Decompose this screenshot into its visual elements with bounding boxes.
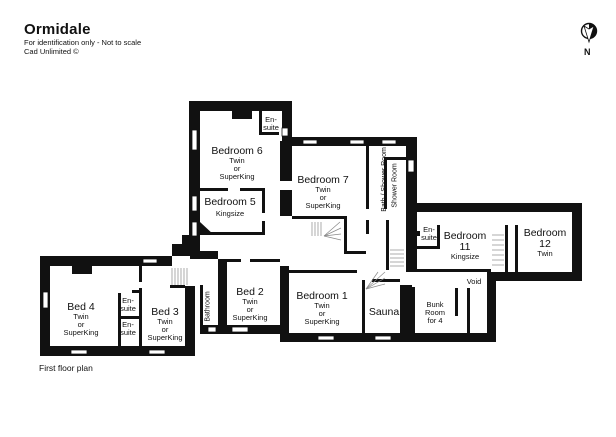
room-bed-2: Bed 2 Twin or SuperKing (232, 286, 268, 322)
room-bedroom-1: Bedroom 1 Twin or SuperKing (296, 290, 348, 326)
room-shower: Shower Room (391, 163, 399, 208)
stairs (171, 221, 504, 290)
room-bunk: Bunk Room for 4 (424, 300, 446, 325)
room-ensuite-a: En- suite (120, 296, 136, 313)
room-bed-3: Bed 3 Twin or SuperKing (147, 306, 183, 342)
room-ensuite-11: En- suite (421, 225, 437, 242)
room-bathroom: Bathroom (204, 291, 212, 322)
room-bedroom-6: Bedroom 6 Twin or SuperKing (211, 145, 263, 181)
credit-text: Cad Unlimited © (24, 47, 79, 56)
disclaimer-text: For identification only - Not to scale (24, 38, 142, 47)
room-bedroom-11: Bedroom 11 Kingsize (443, 230, 487, 262)
room-sauna: Sauna (368, 306, 400, 318)
room-ensuite-b: En- suite (120, 320, 136, 337)
room-bath-shower: Bath / Shower Room (380, 147, 388, 212)
plan-caption: First floor plan (39, 363, 93, 373)
room-bedroom-12: Bedroom 12 Twin (523, 227, 567, 259)
room-bedroom-7: Bedroom 7 Twin or SuperKing (297, 174, 349, 210)
room-bedroom-5: Bedroom 5 Kingsize (204, 196, 256, 219)
room-bed-4: Bed 4 Twin or SuperKing (63, 301, 99, 337)
north-arrow-icon (580, 22, 598, 44)
property-title: Ormidale (24, 21, 91, 38)
room-void: Void (466, 277, 482, 286)
room-ensuite-6: En- suite (263, 115, 279, 132)
windows (42, 127, 415, 355)
north-label: N (584, 47, 591, 57)
